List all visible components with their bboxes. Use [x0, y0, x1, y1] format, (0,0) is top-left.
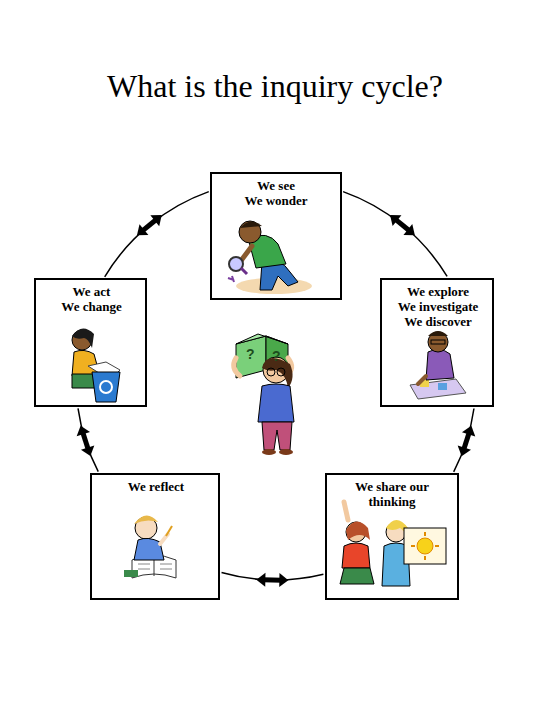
stage-box: We reflect — [90, 473, 220, 600]
cycle-arc — [222, 572, 324, 580]
cycle-connector — [77, 408, 99, 471]
cycle-connector — [105, 192, 209, 277]
stage-box: We seeWe wonder — [210, 172, 342, 300]
arrow-head — [279, 573, 288, 587]
arrow-head — [390, 215, 401, 226]
girl-recycling-figure — [72, 328, 120, 402]
cycle-connector — [222, 572, 324, 587]
cycle-arc — [78, 408, 98, 471]
arrow-shaft — [83, 432, 88, 449]
cycle-connector — [343, 192, 447, 277]
diagram-title: What is the inquiry cycle? — [0, 68, 550, 105]
stage-text: We reflect — [96, 479, 216, 494]
child-puzzle-figure — [410, 331, 466, 399]
arrow-head — [256, 573, 265, 587]
stage-text: We investigate — [386, 299, 490, 314]
stage-text: We act — [40, 284, 143, 299]
arrow-head — [458, 446, 471, 457]
cycle-connector — [454, 408, 476, 471]
arrow-shaft — [263, 577, 281, 582]
arrow-shaft — [395, 219, 409, 230]
cycle-arc — [454, 408, 474, 471]
girl-with-cube-figure — [234, 334, 294, 455]
stage-text: We share our thinking — [337, 479, 447, 509]
child-magnifier-figure — [228, 221, 312, 294]
stage-box: We share our thinking — [325, 473, 459, 600]
girls-sharing-figure — [340, 502, 446, 586]
stage-text: We explore — [386, 284, 490, 299]
cycle-arc — [343, 192, 447, 277]
arrow-head — [462, 426, 475, 437]
arrow-shaft — [142, 220, 156, 231]
stage-text: We change — [40, 299, 143, 314]
stage-text: We wonder — [216, 193, 336, 208]
arrow-shaft — [464, 432, 469, 449]
arrow-head — [81, 445, 94, 456]
stage-text: We see — [216, 178, 336, 193]
cycle-arc — [105, 192, 209, 277]
stage-box: We actWe change — [34, 278, 147, 407]
cube-mark: ? — [246, 346, 255, 362]
cube-mark: ? — [272, 348, 281, 364]
stage-text: We discover — [386, 314, 490, 329]
stage-box: We exploreWe investigateWe discover — [380, 278, 494, 407]
boy-reading-figure — [124, 515, 176, 578]
arrow-head — [137, 224, 148, 235]
arrow-head — [77, 426, 90, 437]
arrow-head — [403, 224, 414, 235]
arrow-head — [150, 215, 161, 226]
